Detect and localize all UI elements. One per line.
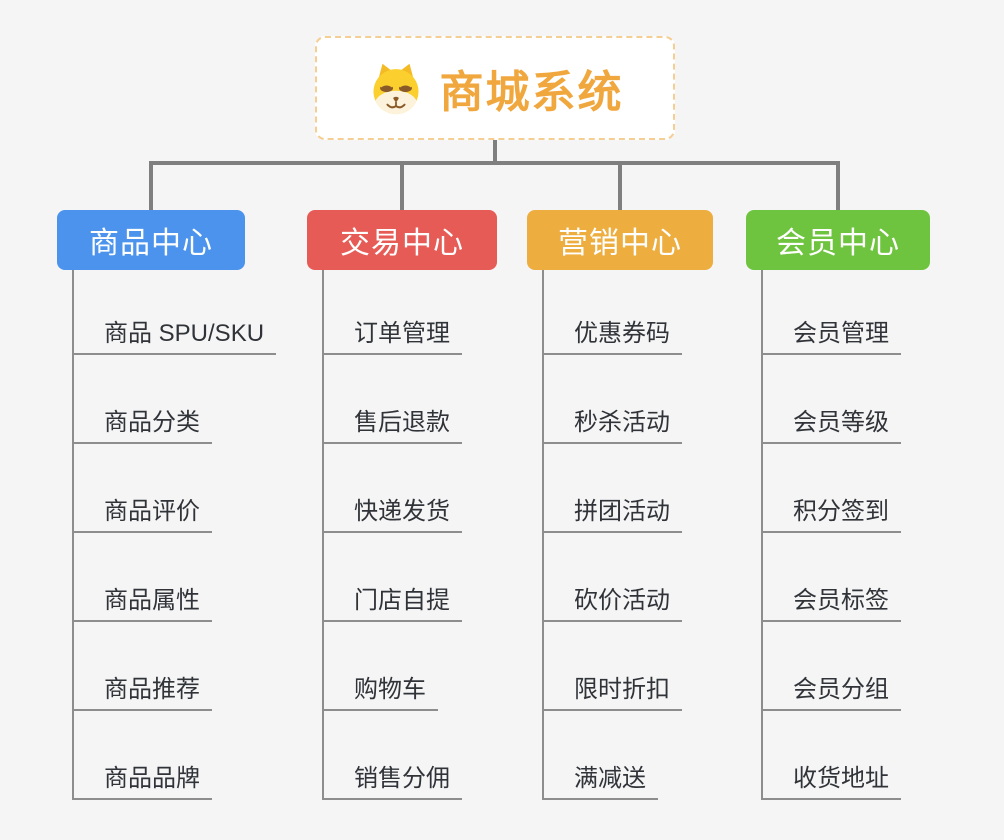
branch-product-center[interactable]: 商品中心 <box>57 210 245 270</box>
leaf-row: 优惠券码 <box>544 270 713 355</box>
leaf-node[interactable]: 售后退款 <box>324 409 462 444</box>
branch-label: 交易中心 <box>340 227 464 260</box>
leaf-row: 商品品牌 <box>74 711 245 800</box>
leaf-node[interactable]: 限时折扣 <box>544 676 682 711</box>
leaf-row: 商品推荐 <box>74 622 245 711</box>
branch-marketing-center[interactable]: 营销中心 <box>527 210 713 270</box>
branch-column-trade: 交易中心 订单管理 售后退款 快递发货 门店自提 购物车 销售分佣 <box>307 210 497 800</box>
leaf-row: 商品 SPU/SKU <box>74 270 277 355</box>
leaf-node[interactable]: 满减送 <box>544 765 658 800</box>
leaf-row: 商品评价 <box>74 444 245 533</box>
leaf-row: 商品分类 <box>74 355 245 444</box>
leaf-row: 秒杀活动 <box>544 355 713 444</box>
leaf-row: 会员标签 <box>763 533 930 622</box>
shiba-dog-icon <box>367 61 425 115</box>
branch-column-marketing: 营销中心 优惠券码 秒杀活动 拼团活动 砍价活动 限时折扣 满减送 <box>527 210 713 800</box>
leaf-row: 收货地址 <box>763 711 930 800</box>
leaf-node[interactable]: 会员标签 <box>763 587 901 622</box>
leaf-node[interactable]: 销售分佣 <box>324 765 462 800</box>
leaf-row: 商品属性 <box>74 533 245 622</box>
leaf-node[interactable]: 会员管理 <box>763 320 901 355</box>
leaf-node[interactable]: 会员分组 <box>763 676 901 711</box>
leaf-row: 限时折扣 <box>544 622 713 711</box>
leaf-row: 会员管理 <box>763 270 930 355</box>
leaf-node[interactable]: 商品推荐 <box>74 676 212 711</box>
leaf-node[interactable]: 砍价活动 <box>544 587 682 622</box>
leaf-node[interactable]: 优惠券码 <box>544 320 682 355</box>
leaf-node[interactable]: 门店自提 <box>324 587 462 622</box>
branch-member-center[interactable]: 会员中心 <box>746 210 930 270</box>
leaf-node[interactable]: 收货地址 <box>763 765 901 800</box>
leaf-node[interactable]: 快递发货 <box>324 498 462 533</box>
leaf-list-trade: 订单管理 售后退款 快递发货 门店自提 购物车 销售分佣 <box>322 270 497 800</box>
branch-column-product: 商品中心 商品 SPU/SKU 商品分类 商品评价 商品属性 商品推荐 商品品牌 <box>57 210 277 800</box>
leaf-row: 会员分组 <box>763 622 930 711</box>
leaf-row: 快递发货 <box>324 444 497 533</box>
leaf-node[interactable]: 积分签到 <box>763 498 901 533</box>
leaf-row: 购物车 <box>324 622 497 711</box>
leaf-row: 拼团活动 <box>544 444 713 533</box>
branch-label: 营销中心 <box>558 227 682 260</box>
root-node[interactable]: 商城系统 <box>315 36 675 140</box>
branch-label: 商品中心 <box>89 227 213 260</box>
leaf-row: 砍价活动 <box>544 533 713 622</box>
leaf-row: 积分签到 <box>763 444 930 533</box>
leaf-node[interactable]: 商品属性 <box>74 587 212 622</box>
branch-trade-center[interactable]: 交易中心 <box>307 210 497 270</box>
leaf-node[interactable]: 订单管理 <box>324 320 462 355</box>
leaf-node[interactable]: 秒杀活动 <box>544 409 682 444</box>
leaf-node[interactable]: 购物车 <box>324 676 438 711</box>
branch-column-member: 会员中心 会员管理 会员等级 积分签到 会员标签 会员分组 收货地址 <box>746 210 930 800</box>
leaf-row: 门店自提 <box>324 533 497 622</box>
leaf-node[interactable]: 商品评价 <box>74 498 212 533</box>
leaf-node[interactable]: 拼团活动 <box>544 498 682 533</box>
leaf-node[interactable]: 商品品牌 <box>74 765 212 800</box>
root-title: 商城系统 <box>439 68 624 117</box>
leaf-row: 售后退款 <box>324 355 497 444</box>
leaf-node[interactable]: 商品分类 <box>74 409 212 444</box>
leaf-list-marketing: 优惠券码 秒杀活动 拼团活动 砍价活动 限时折扣 满减送 <box>542 270 713 800</box>
leaf-list-member: 会员管理 会员等级 积分签到 会员标签 会员分组 收货地址 <box>761 270 930 800</box>
leaf-node[interactable]: 商品 SPU/SKU <box>74 320 277 355</box>
branch-label: 会员中心 <box>776 227 900 260</box>
leaf-row: 会员等级 <box>763 355 930 444</box>
leaf-row: 订单管理 <box>324 270 497 355</box>
leaf-row: 销售分佣 <box>324 711 497 800</box>
leaf-node[interactable]: 会员等级 <box>763 409 901 444</box>
leaf-row: 满减送 <box>544 711 713 800</box>
leaf-list-product: 商品 SPU/SKU 商品分类 商品评价 商品属性 商品推荐 商品品牌 <box>72 270 277 800</box>
